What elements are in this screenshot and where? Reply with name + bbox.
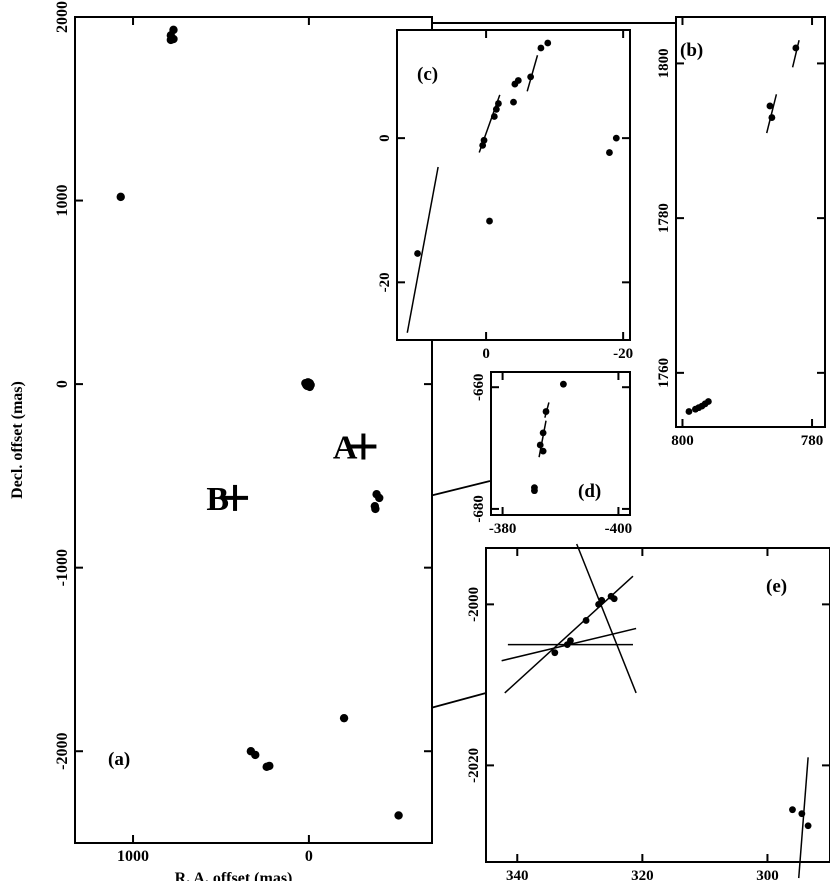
y-tick-label: -1000 — [54, 549, 71, 586]
panel-label: (b) — [680, 40, 703, 61]
data-point — [768, 114, 776, 121]
y-tick-label: 1000 — [54, 185, 71, 217]
y-tick-label: -660 — [471, 373, 487, 401]
data-point — [798, 810, 806, 818]
data-point — [582, 617, 590, 624]
x-tick-label: -380 — [489, 521, 517, 537]
data-point — [685, 408, 693, 415]
data-point — [595, 600, 602, 608]
data-point — [371, 504, 380, 514]
fit-segment — [791, 40, 800, 68]
data-point — [539, 429, 547, 437]
data-point — [394, 811, 403, 820]
data-point — [490, 113, 498, 120]
x-tick-label: 0 — [482, 346, 490, 362]
data-point — [486, 217, 493, 225]
data-point — [339, 713, 349, 723]
panel-label: (a) — [108, 749, 130, 770]
x-tick-label: -20 — [613, 346, 633, 362]
data-point — [510, 98, 517, 106]
data-point — [704, 398, 712, 405]
x-tick-label: -400 — [605, 521, 633, 537]
x-tick-label: 0 — [305, 848, 313, 865]
y-tick-label: 0 — [54, 380, 71, 388]
data-point — [544, 39, 552, 47]
y-axis-label: Decl. offset (mas) — [9, 381, 26, 499]
fit-segment — [406, 166, 439, 333]
data-point — [262, 762, 271, 772]
panel-frame — [675, 16, 826, 428]
data-point — [514, 77, 522, 84]
panel-d: -380 -400 -660 -680 (d) — [471, 371, 633, 537]
data-point — [542, 408, 550, 415]
data-point — [536, 441, 544, 449]
panel-b: 800 780 1800 1780 1760 (b) — [656, 16, 826, 449]
source-label-b: B — [206, 481, 229, 518]
x-axis-label: R. A. offset (mas) — [175, 870, 293, 881]
panel-label: (c) — [417, 64, 438, 85]
y-tick-label: -680 — [471, 495, 487, 523]
data-point — [539, 447, 547, 455]
y-tick-label: -2000 — [54, 733, 71, 770]
panel-e: 340 320 300 -2000 -2020 (e) — [466, 543, 830, 881]
panel-label: (e) — [766, 576, 787, 597]
panel-frame — [485, 547, 830, 863]
panel-frame — [74, 16, 433, 844]
y-tick-label: 2000 — [54, 1, 71, 33]
data-point — [414, 250, 421, 257]
data-point — [375, 493, 384, 503]
x-tick-label: 800 — [671, 433, 694, 449]
x-tick-label: 340 — [506, 868, 529, 881]
data-point — [792, 44, 800, 52]
panel-c: 0 -20 0 -20 (c) — [377, 29, 633, 362]
data-point — [766, 102, 774, 110]
fit-segment — [765, 94, 778, 134]
panel-label: (d) — [578, 481, 601, 502]
x-tick-label: 320 — [631, 868, 654, 881]
data-point — [606, 149, 613, 156]
y-tick-label: 1800 — [656, 48, 672, 78]
data-point — [559, 380, 567, 388]
y-tick-label: 1780 — [656, 203, 672, 233]
y-tick-label: 0 — [377, 134, 393, 142]
fit-segment — [797, 757, 809, 879]
y-tick-label: -2020 — [466, 748, 482, 783]
data-point — [306, 380, 315, 390]
data-point — [610, 595, 618, 603]
data-point — [492, 105, 500, 113]
data-point — [537, 44, 545, 52]
data-point — [563, 641, 571, 649]
y-tick-label: -2000 — [466, 587, 482, 622]
panel-frame — [490, 371, 631, 516]
data-point — [251, 750, 260, 760]
x-tick-label: 1000 — [117, 848, 149, 865]
data-point — [169, 34, 178, 44]
fit-segment — [575, 543, 637, 694]
data-point — [789, 806, 796, 814]
x-tick-label: 780 — [801, 433, 824, 449]
y-tick-label: 1760 — [656, 358, 672, 388]
data-point — [169, 25, 178, 35]
data-point — [495, 100, 502, 107]
data-point — [116, 192, 125, 202]
data-point — [531, 487, 538, 495]
data-point — [527, 73, 535, 81]
data-point — [804, 822, 812, 830]
x-tick-label: 300 — [756, 868, 779, 881]
y-tick-label: -20 — [377, 272, 393, 292]
data-point — [612, 134, 620, 142]
data-point — [551, 649, 559, 657]
fit-segment — [526, 55, 539, 92]
data-point — [479, 141, 487, 149]
